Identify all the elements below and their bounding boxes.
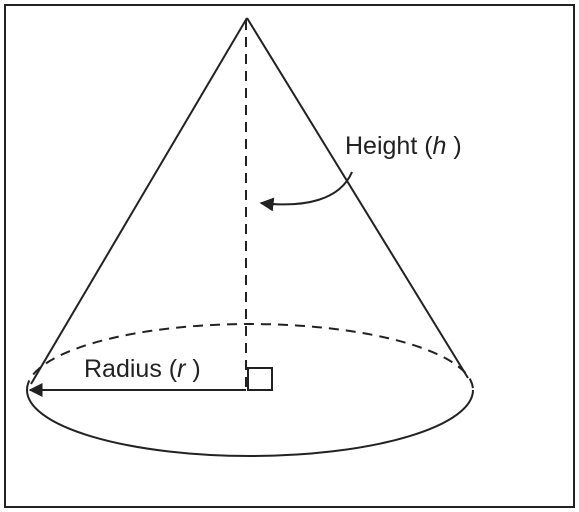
radius-label-suffix: ) bbox=[185, 355, 200, 383]
height-label: Height (h ) bbox=[345, 132, 462, 160]
cone-base-front-edge bbox=[26, 389, 474, 457]
right-angle-marker bbox=[247, 367, 273, 391]
height-label-prefix: Height ( bbox=[345, 132, 433, 160]
cone-base-back-edge bbox=[26, 323, 474, 391]
radius-label-prefix: Radius ( bbox=[84, 355, 178, 383]
height-label-variable: h bbox=[433, 132, 447, 160]
cone-left-side bbox=[30, 17, 248, 385]
diagram-frame bbox=[4, 4, 575, 508]
radius-label-variable: r bbox=[177, 355, 187, 383]
cone-right-side bbox=[246, 17, 469, 379]
radius-label: Radius (r ) bbox=[84, 355, 201, 383]
height-pointer-arrow bbox=[259, 171, 353, 212]
height-label-suffix: ) bbox=[446, 132, 461, 160]
